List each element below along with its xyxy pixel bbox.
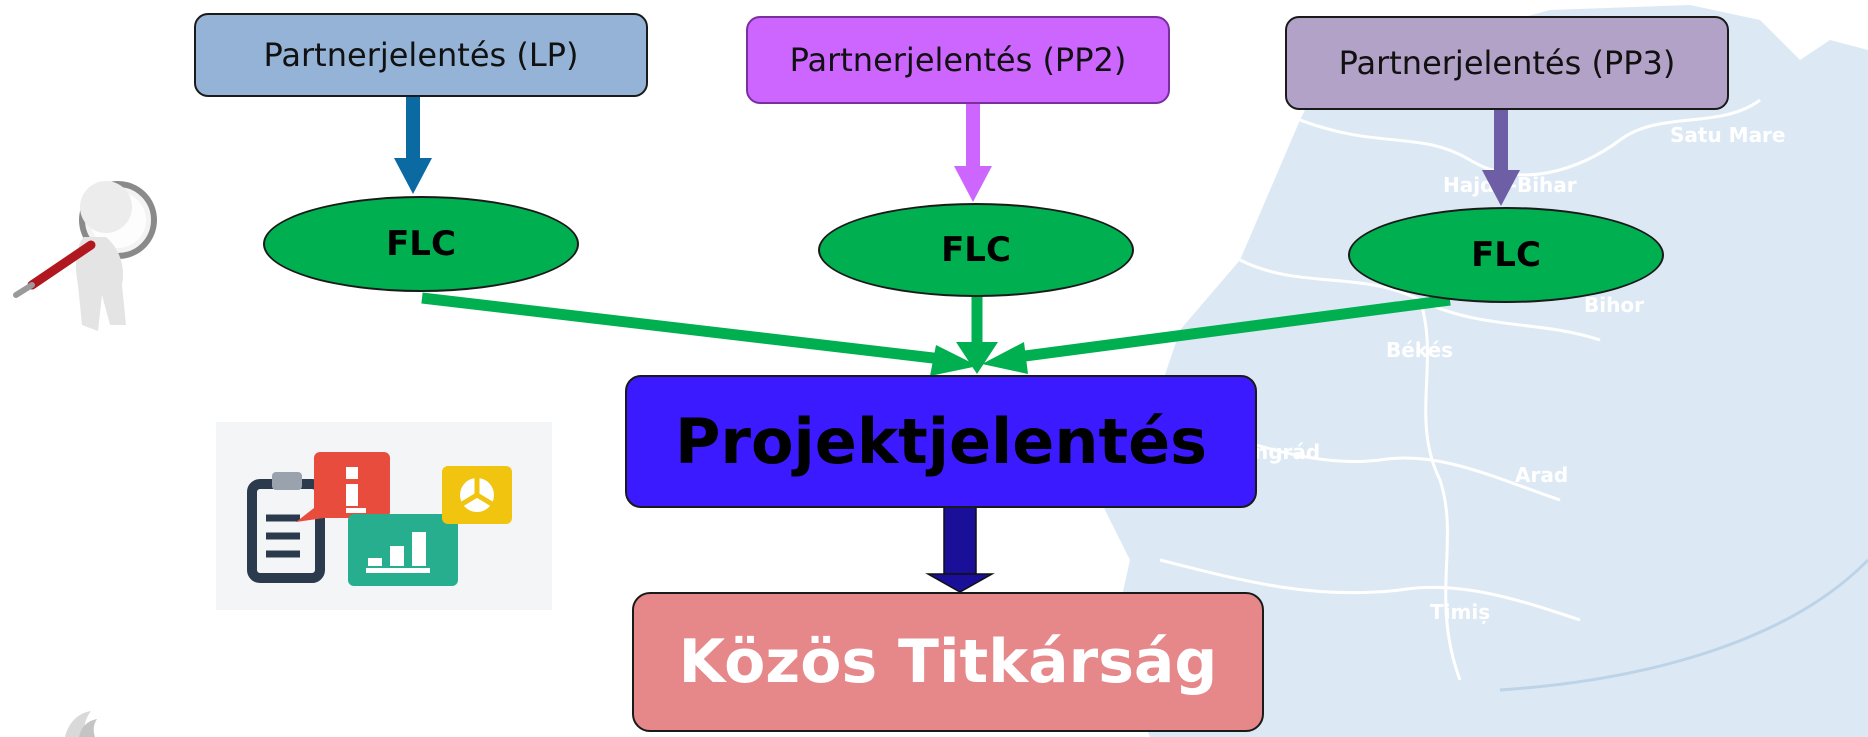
region-outer-arc xyxy=(1499,558,1868,692)
partial-logo-icon xyxy=(65,711,97,737)
partner-report-lp: Partnerjelentés (LP) xyxy=(194,13,648,97)
partner-report-pp3: Partnerjelentés (PP3) xyxy=(1285,16,1729,110)
secretariat-box: Közös Titkárság xyxy=(632,592,1264,732)
secretariat-label: Közös Titkárság xyxy=(678,627,1218,697)
arrow-project-to-secretariat-shaft xyxy=(943,501,977,575)
arrow-lp-to-flc-shaft xyxy=(406,96,420,160)
flc-node-2-label: FLC xyxy=(941,230,1011,270)
arrow-project-to-secretariat-head xyxy=(925,573,995,593)
arrow-flc2-to-project-head xyxy=(956,342,998,374)
map-label-bihor: Bihor xyxy=(1584,293,1644,317)
arrow-flc3-to-project-head xyxy=(982,342,1028,374)
partner-report-pp2-label: Partnerjelentés (PP2) xyxy=(789,41,1127,79)
map-label-arad: Arad xyxy=(1515,463,1568,487)
project-report-label: Projektjelentés xyxy=(674,405,1208,478)
flc-node-3: FLC xyxy=(1348,207,1664,303)
region-map-shape xyxy=(1090,5,1868,737)
arrow-pp3-to-flc-head xyxy=(1482,170,1520,206)
flc-node-1: FLC xyxy=(263,196,579,292)
arrow-pp2-to-flc-head xyxy=(954,166,992,202)
flc-node-1-label: FLC xyxy=(386,224,456,264)
map-label-csongrad: ngrád xyxy=(1254,440,1320,464)
partner-report-lp-label: Partnerjelentés (LP) xyxy=(263,36,579,74)
flc-node-2: FLC xyxy=(818,203,1134,297)
magnifier-figure-icon xyxy=(13,181,157,331)
partner-report-pp3-label: Partnerjelentés (PP3) xyxy=(1338,44,1676,82)
arrow-flc3-to-project-line xyxy=(1009,294,1451,364)
project-report-box: Projektjelentés xyxy=(625,375,1257,508)
report-clipboard-icon xyxy=(216,422,552,610)
arrow-flc1-to-project-line xyxy=(421,292,951,366)
map-label-satu-mare: Satu Mare xyxy=(1670,123,1786,147)
map-label-bekes: Békés xyxy=(1386,338,1453,362)
flc-node-3-label: FLC xyxy=(1471,235,1541,275)
arrow-flc1-to-project-head xyxy=(930,345,978,376)
partner-report-pp2: Partnerjelentés (PP2) xyxy=(746,16,1170,104)
arrow-pp2-to-flc-shaft xyxy=(966,104,980,168)
map-label-timis: Timiș xyxy=(1430,600,1490,624)
arrow-lp-to-flc-head xyxy=(394,158,432,194)
arrow-pp3-to-flc-shaft xyxy=(1494,110,1508,172)
